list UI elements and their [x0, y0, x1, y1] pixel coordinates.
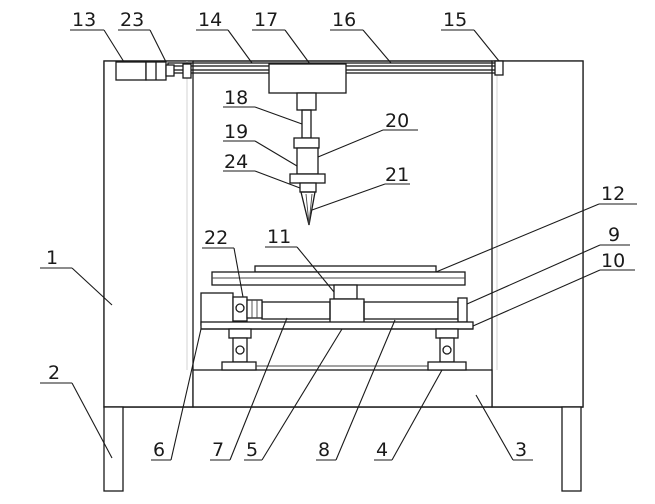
- label-24: 24: [224, 151, 248, 173]
- leader-lines: [40, 29, 637, 461]
- lower-screw-assembly: [200, 284, 474, 330]
- label-13: 13: [72, 9, 96, 31]
- label-5: 5: [246, 439, 258, 461]
- label-11: 11: [267, 226, 291, 248]
- label-16: 16: [332, 9, 356, 31]
- label-4: 4: [376, 439, 388, 461]
- label-2: 2: [48, 362, 60, 384]
- label-9: 9: [608, 224, 620, 246]
- label-6: 6: [153, 439, 165, 461]
- supports: [221, 328, 467, 371]
- frame: [103, 60, 584, 408]
- label-3: 3: [515, 439, 527, 461]
- label-17: 17: [254, 9, 278, 31]
- label-23: 23: [120, 9, 144, 31]
- work-table: [211, 265, 466, 286]
- label-7: 7: [212, 439, 224, 461]
- label-19: 19: [224, 121, 248, 143]
- label-18: 18: [224, 87, 248, 109]
- callout-labels: 13 23 14 17 16 15 18 20 19 24 21 12 9 10…: [46, 9, 625, 461]
- label-14: 14: [198, 9, 222, 31]
- spindle-assembly: [289, 92, 326, 226]
- top-carriage: [268, 63, 347, 94]
- label-15: 15: [443, 9, 467, 31]
- label-10: 10: [601, 250, 625, 272]
- label-1: 1: [46, 247, 58, 269]
- label-8: 8: [318, 439, 330, 461]
- label-21: 21: [385, 164, 409, 186]
- label-20: 20: [385, 110, 409, 132]
- top-screw-rail: [115, 60, 504, 81]
- legs: [103, 406, 582, 492]
- label-12: 12: [601, 183, 625, 205]
- label-22: 22: [204, 227, 228, 249]
